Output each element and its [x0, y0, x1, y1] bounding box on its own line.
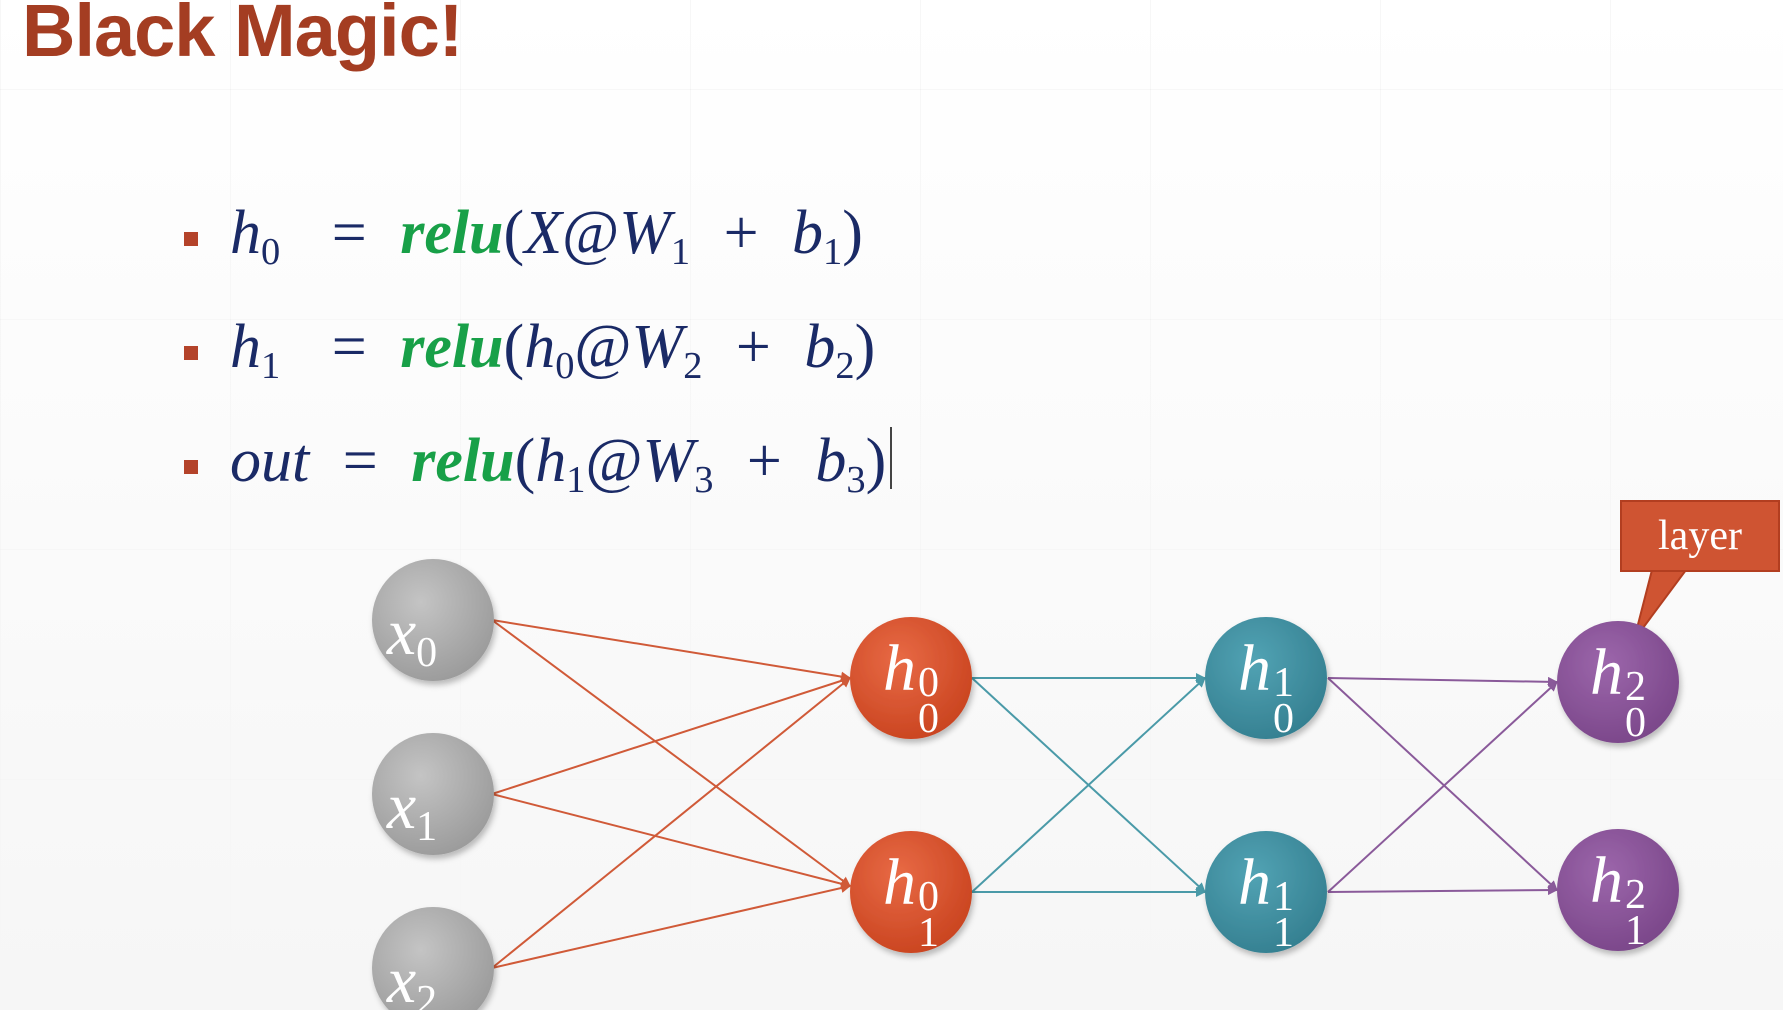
- edge-h01-h02: [1327, 676, 1558, 687]
- edge-x1-h10: [491, 793, 851, 889]
- node-label-x1: x1: [386, 770, 438, 850]
- relu-function: relu: [400, 199, 504, 267]
- node-x1: [372, 733, 494, 855]
- equation-row: h0 = relu(X@W1 + b1): [184, 198, 892, 312]
- node-h11: [1205, 831, 1327, 953]
- node-label-x0: x0: [386, 596, 438, 676]
- edge-x2-h00: [491, 677, 851, 969]
- node-x2: [372, 907, 494, 1010]
- text-cursor: [890, 427, 893, 489]
- relu-function: relu: [411, 427, 515, 495]
- node-label-x2: x2: [386, 944, 438, 1024]
- equation-body: h0 = relu(X@W1 + b1): [230, 199, 863, 273]
- node-h01: [1205, 617, 1327, 739]
- slide-title: Black Magic!: [22, 0, 463, 72]
- edge-h10-h01: [971, 677, 1206, 893]
- edge-x0-h10: [491, 619, 851, 887]
- equation-row: h1 = relu(h0@W2 + b2): [184, 312, 892, 426]
- relu-function: relu: [400, 313, 504, 381]
- edge-x1-h00: [491, 676, 851, 795]
- equation-list: h0 = relu(X@W1 + b1) h1 = relu(h0@W2 + b…: [184, 198, 893, 540]
- layer-callout: layer: [1620, 500, 1780, 572]
- equation-row: out = relu(h1@W3 + b3): [184, 426, 893, 540]
- edge-h11-h02: [1327, 681, 1558, 893]
- node-x0: [372, 559, 494, 681]
- bullet-icon: [184, 460, 198, 474]
- edge-x2-h10: [491, 883, 851, 969]
- node-h12: [1557, 829, 1679, 951]
- bullet-icon: [184, 346, 198, 360]
- edge-h11-h12: [1327, 885, 1558, 896]
- edge-x0-h00: [491, 619, 851, 682]
- equation-body: h1 = relu(h0@W2 + b2): [230, 313, 876, 387]
- node-h10: [850, 831, 972, 953]
- node-h00: [850, 617, 972, 739]
- edge-h01-h12: [1327, 677, 1558, 891]
- equation-body: out = relu(h1@W3 + b3): [230, 426, 893, 502]
- bullet-icon: [184, 232, 198, 246]
- node-h02: [1557, 621, 1679, 743]
